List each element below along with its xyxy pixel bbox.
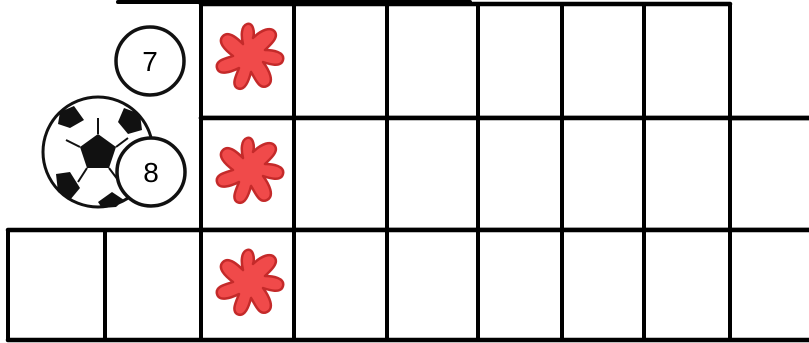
grid-cell[interactable] (644, 230, 730, 340)
clue-7-number: 7 (142, 46, 158, 77)
grid-cell[interactable] (478, 4, 562, 118)
grid-cell[interactable] (562, 230, 644, 340)
clue-8[interactable]: 8 (117, 138, 185, 206)
grid-cell[interactable] (387, 118, 478, 230)
clue-8-number: 8 (143, 157, 159, 188)
grid-cell[interactable] (8, 230, 105, 340)
grid-cell[interactable] (730, 230, 809, 340)
grid-cell[interactable] (644, 4, 730, 118)
grid-cell[interactable] (105, 230, 201, 340)
grid-cell[interactable] (562, 4, 644, 118)
grid-cell[interactable] (387, 230, 478, 340)
clue-7[interactable]: 7 (116, 27, 184, 95)
grid-cell[interactable] (644, 118, 730, 230)
grid-cell[interactable] (478, 118, 562, 230)
grid-cell[interactable] (294, 118, 387, 230)
grid-cell[interactable] (478, 230, 562, 340)
grid-cell[interactable] (730, 118, 809, 230)
grid-cell[interactable] (562, 118, 644, 230)
grid-cell[interactable] (294, 230, 387, 340)
grid-cell[interactable] (294, 4, 387, 118)
grid-cell[interactable] (387, 4, 478, 118)
